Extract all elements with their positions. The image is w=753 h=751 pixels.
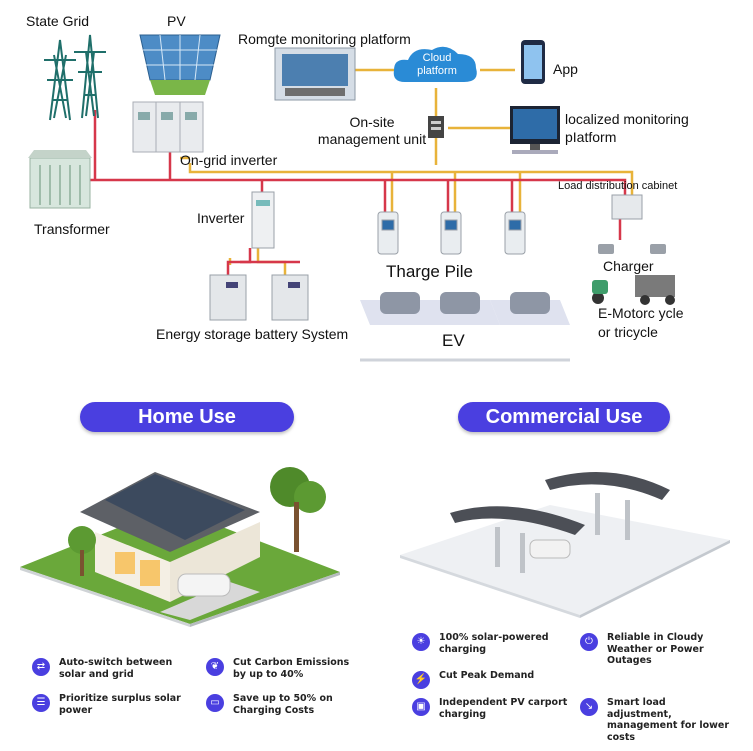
commercial-feature-1-text: 100% solar-powered charging [439,632,549,655]
home-feature-4-text: Save up to 50% on Charging Costs [233,693,333,716]
power-icon: ⏻ [580,633,598,651]
label-state-grid: State Grid [26,13,90,29]
label-pv: PV [167,13,186,29]
pv-panel [139,34,221,95]
system-diagram [28,34,675,362]
charge-piles [377,211,526,255]
onsite-unit-icon [428,116,444,138]
label-ev: EV [442,331,465,350]
local-monitor-icon [510,106,560,154]
commercial-feature-3-text: Cut Peak Demand [439,670,535,681]
home-feature-1: ⇄ Auto-switch between solar and grid [32,657,197,680]
state-grid-towers [44,34,106,121]
transformer [28,150,92,209]
inverter-icon [251,191,275,249]
power-lines [60,110,627,277]
priority-icon: ☰ [32,694,50,712]
comm-lines [180,68,634,277]
commercial-feature-1: ☀ 100% solar-powered charging [412,632,572,655]
home-feature-2-text: Cut Carbon Emissions by up to 40% [233,657,350,680]
commercial-feature-3: ⚡ Cut Peak Demand [412,670,572,689]
label-charge-pile: Tharge Pile [386,262,473,281]
battery-icon: ▭ [206,694,224,712]
label-app: App [553,61,578,77]
app-phone-icon [521,40,545,84]
label-ongrid-inverter: On-grid inverter [180,152,278,168]
home-feature-3-text: Prioritize surplus solar power [59,693,181,716]
switch-icon: ⇄ [32,658,50,676]
commercial-feature-5: ↘ Smart load adjustment, management for … [580,697,730,743]
home-use-title: Home Use [80,402,294,432]
label-remote-platform: Romgte monitoring platform [238,31,411,47]
load-cabinet-icon [611,194,643,220]
commercial-feature-2: ⏻ Reliable in Cloudy Weather or Power Ou… [580,632,730,667]
cloud-icon [393,46,477,82]
home-illustration [20,467,340,627]
peak-icon: ⚡ [412,671,430,689]
label-motorcycle: E-Motorc ycle or tricycle [598,305,684,340]
ev-cars [360,292,570,362]
commercial-feature-2-text: Reliable in Cloudy Weather or Power Outa… [607,632,704,666]
commercial-illustration [400,472,730,618]
commercial-feature-4-text: Independent PV carport charging [439,697,568,720]
home-feature-3: ☰ Prioritize surplus solar power [32,693,197,716]
label-transformer: Transformer [34,221,110,237]
label-inverter: Inverter [197,210,245,226]
remote-monitor-screen [274,47,356,101]
commercial-use-title: Commercial Use [458,402,670,432]
label-load-cabinet: Load distribution cabinet [558,180,678,192]
solar-icon: ☀ [412,633,430,651]
home-feature-2: ❦ Cut Carbon Emissions by up to 40% [206,657,356,680]
charger-icons [598,244,666,254]
carport-icon: ▣ [412,698,430,716]
commercial-feature-5-text: Smart load adjustment, management for lo… [607,697,730,743]
battery-cabinets [209,274,309,321]
home-feature-4: ▭ Save up to 50% on Charging Costs [206,693,356,716]
label-cloud-platform: Cloud platform [417,52,457,77]
leaf-icon: ❦ [206,658,224,676]
ongrid-inverter-cabinets [132,101,204,153]
label-onsite-unit: On-site management unit [317,114,427,147]
label-local-platform: localized monitoring pIatform [565,111,689,145]
label-charger: Charger [603,258,654,274]
home-feature-1-text: Auto-switch between solar and grid [59,657,173,680]
commercial-feature-4: ▣ Independent PV carport charging [412,697,572,720]
label-battery: Energy storage battery System [156,326,349,342]
motorcycle-icons [592,275,675,305]
adjust-icon: ↘ [580,698,598,716]
